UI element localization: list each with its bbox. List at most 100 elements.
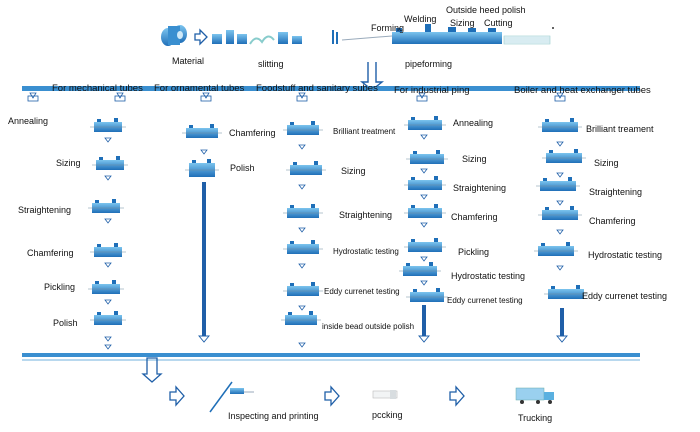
flow-arrow-icon — [194, 28, 208, 46]
down-arrow-icon — [298, 144, 306, 150]
package-bundle-icon — [372, 390, 398, 399]
c2-step-chamfering: Chamfering — [229, 128, 276, 138]
c1-machine-icon — [90, 118, 126, 132]
slitting-machine-icon — [212, 30, 302, 45]
c3-step-hydrostatic-testing: Hydrostatic testing — [333, 247, 399, 256]
material-coils-icon — [161, 25, 187, 46]
c3-step-sizing: Sizing — [341, 166, 366, 176]
c4-step-sizing: Sizing — [462, 154, 487, 164]
c2-step-polish: Polish — [230, 163, 255, 173]
down-arrow-icon — [298, 227, 306, 233]
c2-polish-icon — [185, 159, 219, 177]
c3-machine-icon — [283, 282, 323, 296]
c2-transfer-rail — [198, 182, 210, 343]
inspecting-printing-label: Inspecting and printing — [228, 411, 319, 421]
c4-machine-icon — [404, 116, 446, 130]
c4-step-straightening: Straightening — [453, 183, 507, 193]
down-arrow-icon — [556, 141, 564, 147]
c3-machine-icon — [281, 311, 321, 325]
c1-machine-icon — [90, 311, 126, 325]
c1-step-polish: Polish — [53, 318, 78, 328]
forming-label: Forming — [371, 23, 405, 33]
down-arrow-icon — [420, 256, 428, 262]
packing-label: pccking — [372, 410, 403, 420]
down-arrow-icon — [298, 342, 306, 348]
c4-machine-icon — [406, 288, 448, 302]
outside-polish-label: Outside heed polish — [446, 5, 526, 15]
down-arrow-icon — [298, 263, 306, 269]
sizing-label: Sizing — [450, 18, 475, 28]
c4-machine-icon — [406, 150, 448, 164]
pipeforming-label: pipeforming — [405, 59, 453, 69]
down-arrow-icon — [420, 134, 428, 140]
c1-step-chamfering: Chamfering — [27, 248, 74, 258]
c5-step-brilliant-treatment: Brilliant treament — [586, 124, 654, 134]
c4-transfer-rail — [418, 305, 430, 343]
c1-step-pickling: Pickling — [44, 282, 76, 292]
c5-step-hydrostatic-testing: Hydrostatic testing — [588, 250, 663, 260]
down-arrow-icon — [104, 336, 112, 342]
c1-step-annealing: Annealing — [8, 116, 49, 126]
c3-machine-icon — [283, 204, 323, 218]
c3-machine-icon — [283, 240, 323, 254]
slitting-label: slitting — [258, 59, 284, 69]
c2-machine-icon — [182, 124, 222, 138]
c3-step-straightening: Straightening — [339, 210, 393, 220]
down-arrow-icon — [556, 172, 564, 178]
column-header-ornamental: For ornamental tubes — [154, 83, 245, 94]
c5-step-chamfering: Chamfering — [589, 216, 636, 226]
forming-line-icon — [332, 24, 554, 45]
trucking-label: Trucking — [518, 413, 553, 423]
c4-step-hydrostatic-testing: Hydrostatic testing — [451, 271, 526, 281]
c4-machine-icon — [404, 176, 446, 190]
down-arrow-icon — [298, 305, 306, 311]
down-arrow-icon — [420, 168, 428, 174]
c5-step-sizing: Sizing — [594, 158, 619, 168]
down-arrow-icon — [104, 218, 112, 224]
c1-machine-icon — [88, 199, 124, 213]
down-arrow-icon — [420, 222, 428, 228]
down-arrow-icon — [104, 299, 112, 305]
c4-step-eddy-current-testing: Eddy currenet testing — [447, 296, 523, 305]
down-arrow-icon — [104, 175, 112, 181]
c3-step-brilliant-treatment: Brilliant treatment — [333, 127, 396, 136]
c4-machine-icon — [399, 262, 441, 276]
c1-machine-icon — [92, 156, 128, 170]
column-header-mechanical: For mechanical tubes — [52, 83, 143, 94]
c4-step-chamfering: Chamfering — [451, 212, 498, 222]
down-arrow-icon — [420, 194, 428, 200]
inspecting-machine-icon — [209, 381, 254, 413]
c4-machine-icon — [404, 204, 446, 218]
down-arrow-icon — [104, 344, 112, 350]
c5-machine-icon — [536, 177, 580, 191]
down-arrow-icon — [556, 265, 564, 271]
c1-machine-icon — [88, 280, 124, 294]
c5-machine-icon — [534, 242, 578, 256]
down-arrow-icon — [556, 200, 564, 206]
down-arrow-icon — [200, 149, 208, 155]
down-arrow-icon — [104, 137, 112, 143]
flow-arrow-icon — [324, 385, 340, 407]
c1-step-straightening: Straightening — [18, 205, 72, 215]
c5-step-eddy-current-testing: Eddy currenet testing — [582, 291, 668, 301]
down-arrow-icon — [556, 229, 564, 235]
c1-step-sizing: Sizing — [56, 158, 81, 168]
c3-machine-icon — [286, 161, 326, 175]
column-header-foodstuff: Foodstuff and sanitary subes — [256, 83, 378, 94]
flow-arrow-down-icon — [141, 357, 163, 383]
c5-machine-icon — [538, 118, 582, 132]
c4-step-pickling: Pickling — [458, 247, 490, 257]
c4-step-annealing: Annealing — [453, 118, 494, 128]
c5-machine-icon — [544, 285, 588, 299]
flow-arrow-icon — [449, 385, 465, 407]
flow-arrow-icon — [169, 385, 185, 407]
material-label: Material — [172, 56, 205, 66]
cutting-label: Cutting — [484, 18, 513, 28]
c1-machine-icon — [90, 243, 126, 257]
collection-bar — [22, 353, 640, 361]
c5-step-straightening: Straightening — [589, 187, 643, 197]
c3-machine-icon — [283, 121, 323, 135]
column-header-industrial: For industrial ping — [394, 85, 470, 96]
